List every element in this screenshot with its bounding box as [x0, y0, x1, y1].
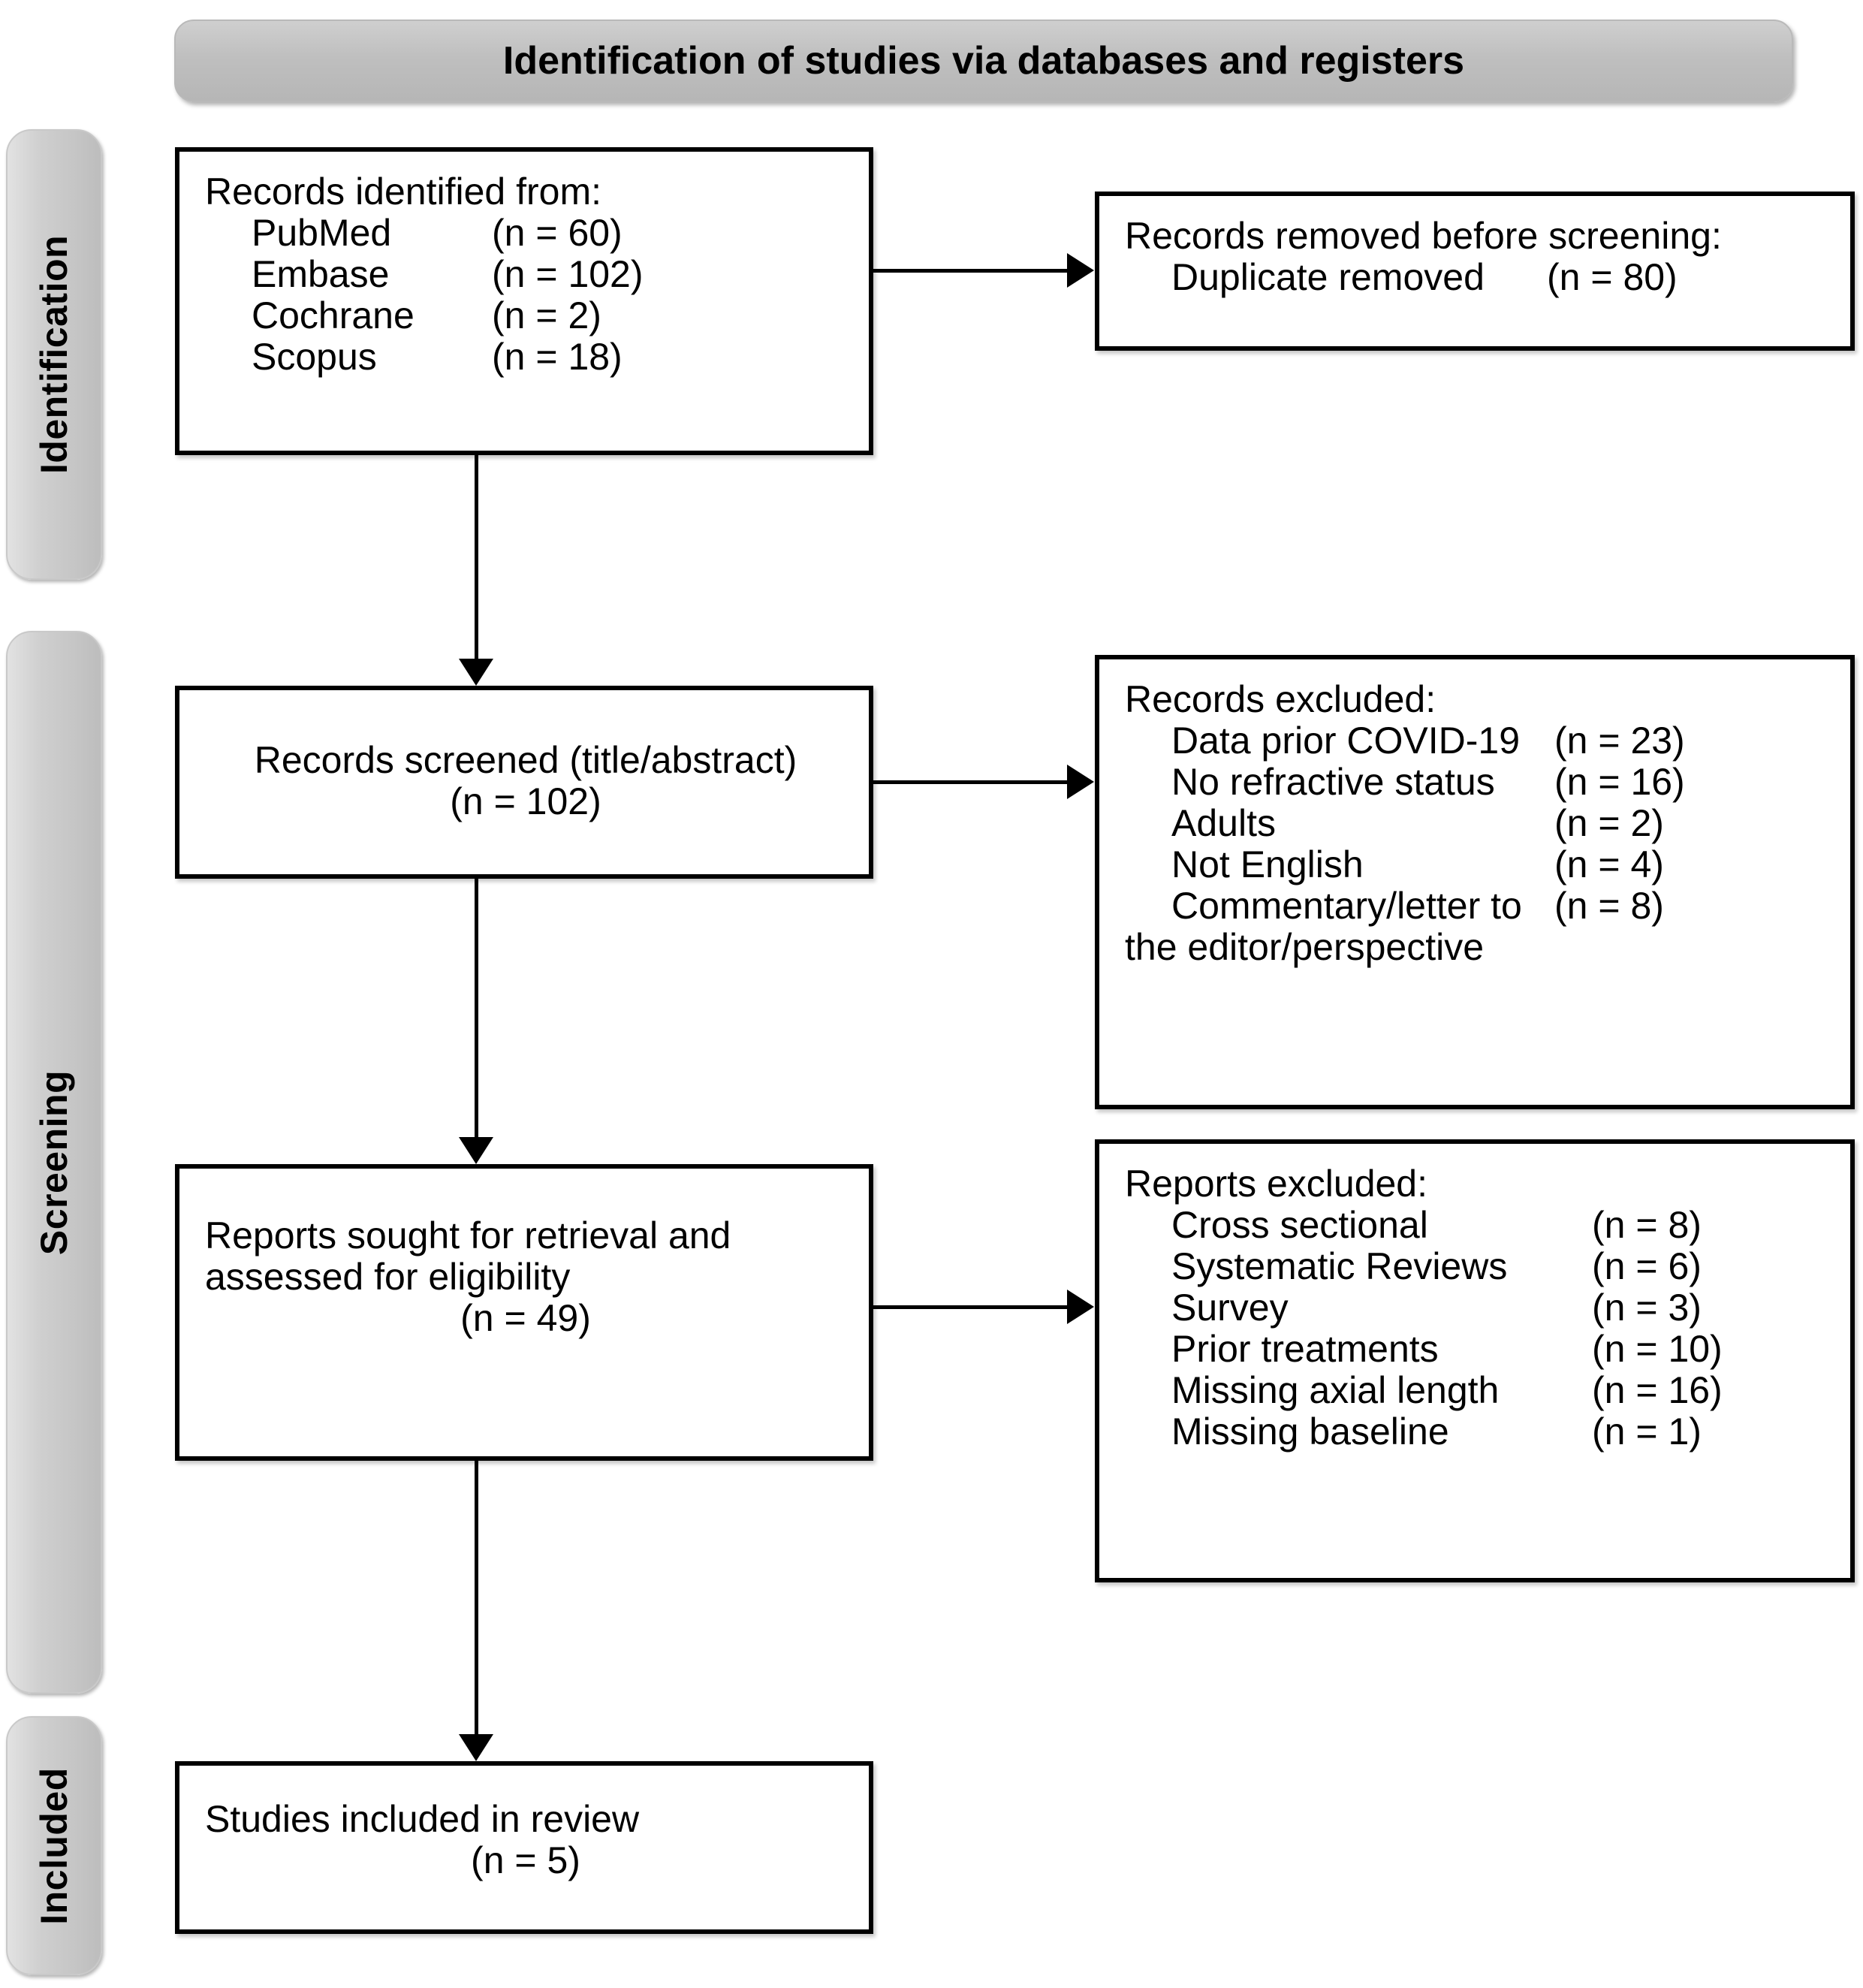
connector-arrowhead-sought-to-reports-excluded: [1067, 1290, 1094, 1324]
phase-label-included: Included: [33, 1766, 75, 1925]
reports-excluded-reason: Systematic Reviews: [1171, 1245, 1508, 1287]
box-records-screened: Records screened (title/abstract) (n = 1…: [175, 686, 873, 879]
excluded-reason: Data prior COVID-19: [1171, 719, 1521, 762]
excluded-count: (n = 4): [1554, 843, 1664, 885]
excluded-count: (n = 2): [1554, 802, 1664, 844]
source-count: (n = 2): [492, 294, 601, 336]
records-removed-title: Records removed before screening:: [1125, 215, 1722, 257]
phase-bar-included: Included: [6, 1716, 102, 1975]
studies-included-line-2: (n = 5): [471, 1839, 580, 1881]
box-records-identified: Records identified from: PubMed (n = 60)…: [175, 147, 873, 455]
connector-arrowhead-identified-to-removed: [1067, 253, 1094, 288]
excluded-count: (n = 23): [1554, 719, 1685, 762]
excluded-reason-continuation: the editor/perspective: [1125, 926, 1485, 968]
box-reports-excluded: Reports excluded: Cross sectional (n = 8…: [1095, 1139, 1855, 1582]
reports-excluded-count: (n = 1): [1592, 1410, 1702, 1453]
reports-excluded-count: (n = 10): [1592, 1328, 1723, 1370]
connector-arrowhead-screened-to-sought: [459, 1137, 493, 1164]
box-reports-sought: Reports sought for retrieval and assesse…: [175, 1164, 873, 1461]
reports-sought-line-2: assessed for eligibility: [205, 1256, 571, 1298]
reports-sought-line-3: (n = 49): [460, 1297, 591, 1339]
records-screened-line-1: Records screened (title/abstract): [254, 739, 797, 781]
source-count: (n = 102): [492, 253, 644, 295]
reports-excluded-row-prior-treatments: Prior treatments (n = 10): [1125, 1329, 1828, 1370]
excluded-reason: Not English: [1171, 843, 1364, 885]
reports-excluded-reason: Missing axial length: [1171, 1369, 1500, 1411]
excluded-row-no-refractive-status: No refractive status (n = 16): [1125, 762, 1828, 803]
studies-included-line-1: Studies included in review: [205, 1798, 640, 1840]
phase-bar-screening: Screening: [6, 631, 102, 1694]
source-count: (n = 60): [492, 212, 623, 254]
connector-line-screened-to-sought: [475, 879, 478, 1140]
reports-sought-line-1: Reports sought for retrieval and: [205, 1214, 731, 1256]
reports-excluded-row-systematic-reviews: Systematic Reviews (n = 6): [1125, 1246, 1828, 1287]
box-records-removed: Records removed before screening: Duplic…: [1095, 192, 1855, 351]
connector-arrowhead-screened-to-excluded: [1067, 765, 1094, 799]
excluded-count: (n = 8): [1554, 885, 1664, 927]
connector-line-identified-to-screened: [475, 455, 478, 662]
diagram-header-banner: Identification of studies via databases …: [174, 20, 1793, 102]
source-name: Scopus: [252, 336, 377, 378]
excluded-reason: Commentary/letter to: [1171, 885, 1522, 927]
reports-excluded-reason: Missing baseline: [1171, 1410, 1449, 1453]
phase-label-identification: Identification: [33, 234, 75, 475]
excluded-reason: Adults: [1171, 802, 1276, 844]
source-count: (n = 18): [492, 336, 623, 378]
removed-reason: Duplicate removed: [1171, 256, 1485, 298]
records-identified-title: Records identified from:: [205, 170, 602, 213]
box-records-excluded: Records excluded: Data prior COVID-19 (n…: [1095, 655, 1855, 1109]
connector-line-sought-to-included: [475, 1461, 478, 1737]
connector-line-sought-to-reports-excluded: [873, 1305, 1069, 1309]
excluded-reason: No refractive status: [1171, 761, 1495, 803]
phase-bar-identification: Identification: [6, 129, 102, 580]
removed-row-duplicate: Duplicate removed (n = 80): [1125, 257, 1828, 298]
phase-label-screening: Screening: [33, 1069, 75, 1255]
reports-excluded-row-missing-baseline: Missing baseline (n = 1): [1125, 1411, 1828, 1453]
connector-line-screened-to-excluded: [873, 780, 1069, 784]
connector-arrowhead-sought-to-included: [459, 1734, 493, 1761]
reports-excluded-reason: Survey: [1171, 1287, 1289, 1329]
excluded-count: (n = 16): [1554, 761, 1685, 803]
excluded-row-data-prior-covid: Data prior COVID-19 (n = 23): [1125, 720, 1828, 762]
source-row-embase: Embase (n = 102): [205, 254, 846, 295]
excluded-row-not-english: Not English (n = 4): [1125, 844, 1828, 885]
reports-excluded-count: (n = 16): [1592, 1369, 1723, 1411]
source-row-scopus: Scopus (n = 18): [205, 336, 846, 378]
reports-excluded-reason: Prior treatments: [1171, 1328, 1439, 1370]
source-name: Cochrane: [252, 294, 415, 336]
source-row-pubmed: PubMed (n = 60): [205, 213, 846, 254]
records-excluded-title: Records excluded:: [1125, 678, 1436, 720]
source-row-cochrane: Cochrane (n = 2): [205, 295, 846, 336]
records-screened-line-2: (n = 102): [450, 780, 601, 822]
excluded-row-adults: Adults (n = 2): [1125, 803, 1828, 844]
connector-line-identified-to-removed: [873, 269, 1069, 273]
source-name: PubMed: [252, 212, 392, 254]
reports-excluded-reason: Cross sectional: [1171, 1204, 1428, 1246]
reports-excluded-title: Reports excluded:: [1125, 1163, 1428, 1205]
reports-excluded-count: (n = 8): [1592, 1204, 1702, 1246]
box-studies-included: Studies included in review (n = 5): [175, 1761, 873, 1934]
reports-excluded-row-missing-axial-length: Missing axial length (n = 16): [1125, 1370, 1828, 1411]
reports-excluded-row-survey: Survey (n = 3): [1125, 1287, 1828, 1329]
reports-excluded-row-cross-sectional: Cross sectional (n = 8): [1125, 1205, 1828, 1246]
excluded-row-commentary-letter: Commentary/letter to (n = 8): [1125, 885, 1828, 927]
reports-excluded-count: (n = 6): [1592, 1245, 1702, 1287]
source-name: Embase: [252, 253, 390, 295]
connector-arrowhead-identified-to-screened: [459, 659, 493, 686]
page-title: Identification of studies via databases …: [502, 39, 1465, 83]
reports-excluded-count: (n = 3): [1592, 1287, 1702, 1329]
removed-count: (n = 80): [1547, 256, 1678, 298]
